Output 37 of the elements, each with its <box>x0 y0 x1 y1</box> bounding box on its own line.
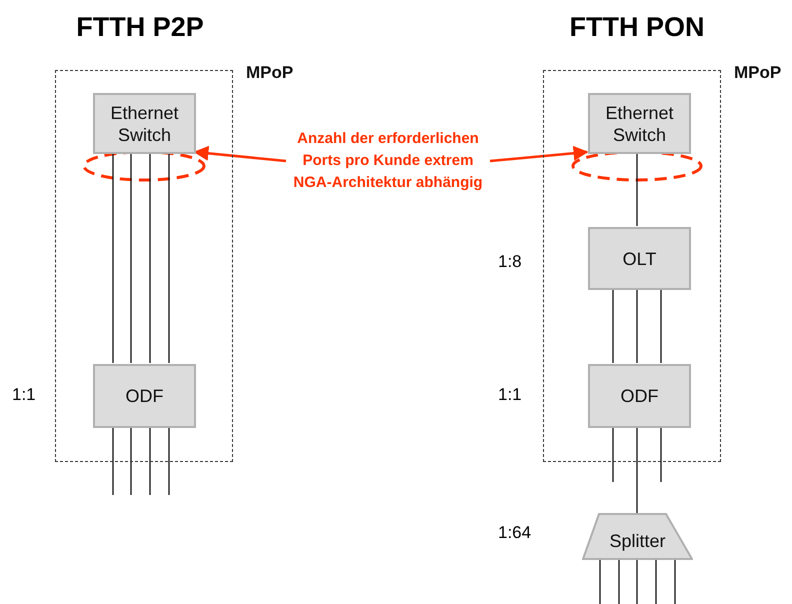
fiber-line <box>674 560 676 604</box>
fiber-line <box>112 153 114 363</box>
frame-label: MPoP <box>734 62 782 84</box>
fiber-line <box>112 427 114 495</box>
fiber-line <box>660 289 662 363</box>
title: FTTH P2P <box>75 12 205 43</box>
ratio-label: 1:8 <box>498 252 522 272</box>
ratio-label: 1:1 <box>498 385 522 405</box>
frame-label: MPoP <box>246 62 294 84</box>
olt-box: OLT <box>588 227 691 290</box>
fiber-line <box>130 427 132 495</box>
splitter-trapezoid: Splitter <box>582 513 693 560</box>
odf-box: ODF <box>588 364 691 428</box>
ratio-label: 1:64 <box>498 523 532 543</box>
fiber-line <box>636 427 638 513</box>
fiber-line <box>636 289 638 363</box>
fiber-line <box>636 153 638 226</box>
fiber-line <box>612 289 614 363</box>
fiber-line <box>168 153 170 363</box>
fiber-line <box>655 560 657 604</box>
fiber-line <box>149 427 151 495</box>
fiber-line <box>612 427 614 482</box>
fiber-line <box>599 560 601 604</box>
arrow <box>490 146 588 162</box>
fiber-line <box>618 560 620 604</box>
switch-box: Ethernet Switch <box>588 93 691 154</box>
odf-box: ODF <box>93 364 196 428</box>
ratio-label: 1:1 <box>12 385 36 405</box>
fiber-line <box>636 560 638 604</box>
fiber-line <box>149 153 151 363</box>
fiber-line <box>660 427 662 482</box>
fiber-line <box>130 153 132 363</box>
arrow <box>194 146 286 162</box>
title: FTTH PON <box>568 12 706 43</box>
switch-box: Ethernet Switch <box>93 93 196 154</box>
fiber-line <box>168 427 170 495</box>
callout-text: Anzahl der erforderlichen Ports pro Kunde extrem NGA-Architektur abhängig <box>286 127 490 195</box>
